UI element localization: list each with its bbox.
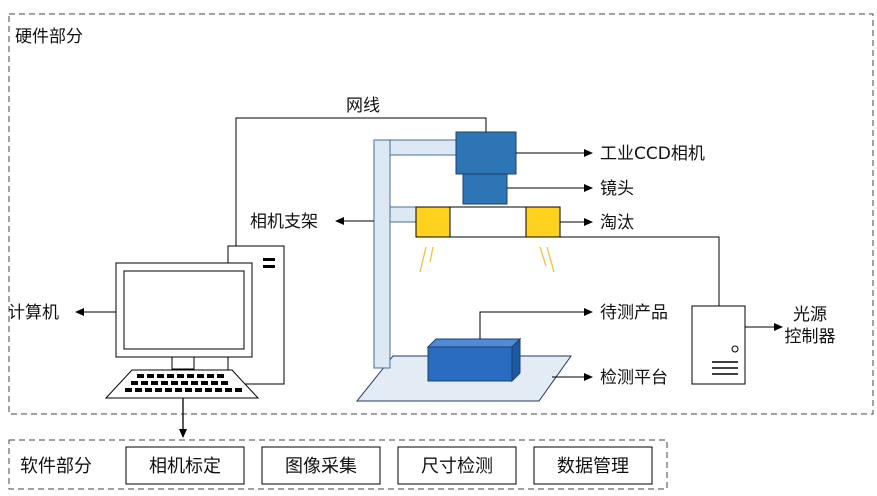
product-label: 待测产品 <box>600 303 668 323</box>
light-controller-label-line2: 控制器 <box>785 327 836 347</box>
controller-indicator-icon <box>731 345 739 353</box>
camera-stand-label: 相机支架 <box>250 212 318 232</box>
light-controller-box <box>691 305 746 385</box>
stand-top-arm <box>389 139 457 156</box>
module-label-size-detection: 尺寸检测 <box>421 456 493 477</box>
network-cable-line <box>235 117 487 246</box>
light-source-label: 淘汰 <box>600 213 634 233</box>
module-box-data-management <box>533 446 653 485</box>
test-product-side <box>511 337 521 383</box>
monitor-screen <box>123 270 245 350</box>
light-left-lamp <box>415 206 451 238</box>
stand-vertical-pole <box>373 139 391 369</box>
hardware-section-title: 硬件部分 <box>15 27 83 47</box>
light-rays <box>419 246 555 273</box>
test-product-front <box>427 346 513 382</box>
module-box-image-acquisition <box>261 446 381 485</box>
module-label-camera-calibration: 相机标定 <box>149 456 221 477</box>
lens-label: 镜头 <box>600 179 634 199</box>
module-box-camera-calibration <box>125 446 245 485</box>
stand-light-arm <box>389 206 417 223</box>
network-cable-label: 网线 <box>346 96 380 116</box>
product-pointer <box>479 308 593 339</box>
hardware-section-frame <box>8 13 874 415</box>
computer-label: 计算机 <box>8 303 59 323</box>
monitor-neck <box>171 356 195 370</box>
software-section-frame <box>8 439 668 490</box>
software-module-list: 相机标定 图像采集 尺寸检测 数据管理 <box>125 446 653 485</box>
light-right-lamp <box>525 206 561 238</box>
light-controller-label-line1: 光源 <box>793 305 827 325</box>
ccd-camera-body <box>455 131 517 175</box>
test-product-top <box>426 338 522 348</box>
platform-label: 检测平台 <box>600 368 668 388</box>
module-label-data-management: 数据管理 <box>557 456 629 477</box>
camera-lens <box>462 173 508 205</box>
industrial-camera-label: 工业CCD相机 <box>600 144 705 164</box>
software-section-title: 软件部分 <box>20 456 92 477</box>
module-box-size-detection <box>397 446 517 485</box>
keyboard-keys <box>125 374 242 392</box>
module-label-image-acquisition: 图像采集 <box>285 456 357 477</box>
light-controller-cable <box>560 236 720 306</box>
